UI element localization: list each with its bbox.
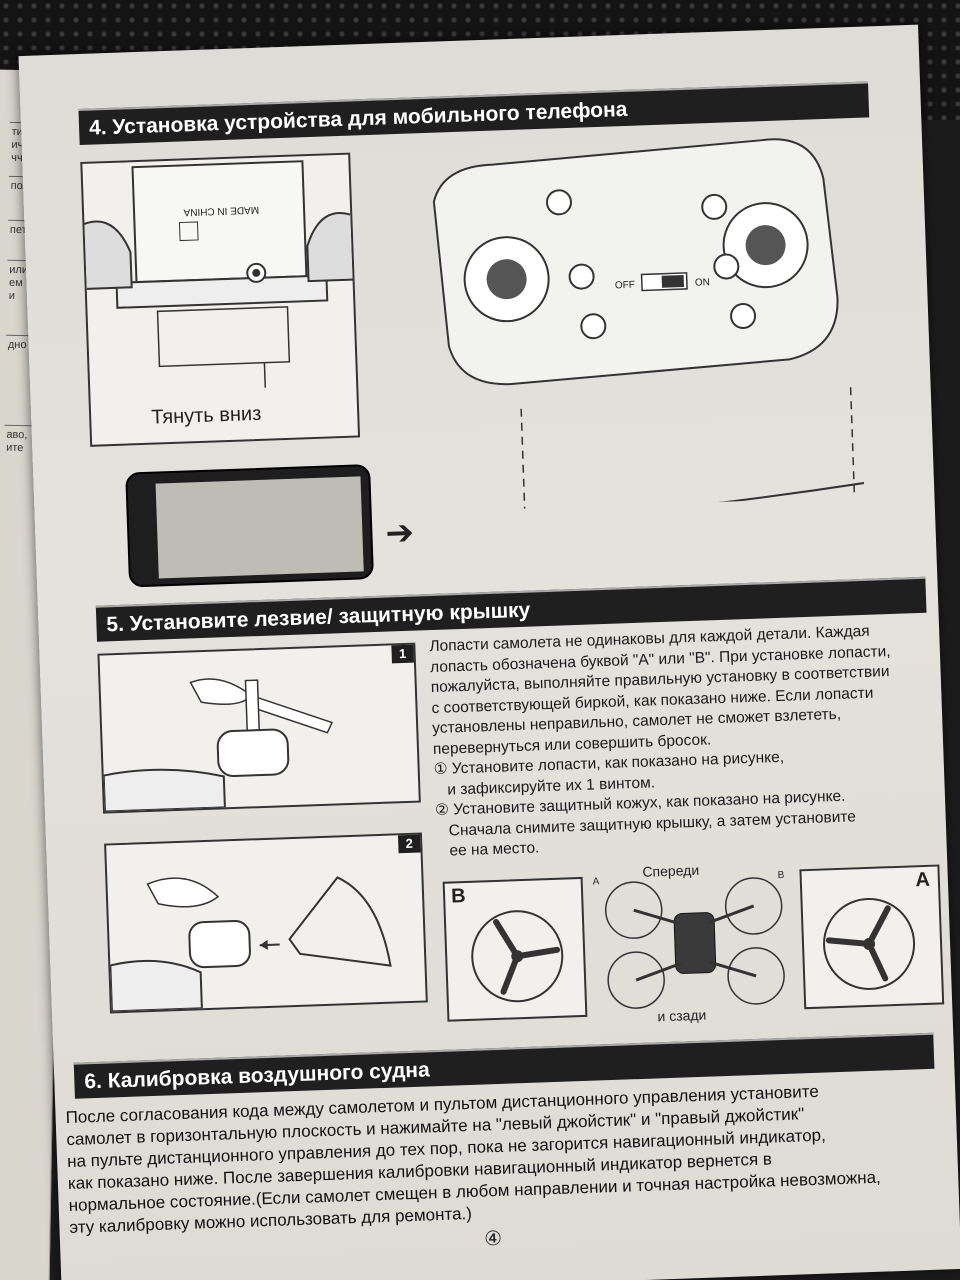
blade-instructions: Лопасти самолета не одинаковы для каждой… bbox=[429, 622, 891, 860]
rotor-a-drawing bbox=[823, 897, 916, 990]
guard-drawing bbox=[109, 876, 392, 1012]
blade-b-figure: B bbox=[442, 876, 588, 1022]
arrow-right-icon: ➔ bbox=[384, 513, 415, 553]
rear-label: и сзади bbox=[657, 1007, 706, 1025]
phone-holder-drawing: MADE IN CHINA bbox=[84, 160, 353, 388]
controller-drawing: OFF ON bbox=[432, 138, 865, 513]
rotor-b-drawing bbox=[471, 910, 564, 1003]
phone-holder-figure: MADE IN CHINA Тянуть вниз bbox=[80, 152, 361, 447]
corner-a-label: A bbox=[593, 876, 600, 887]
blade-a-figure: A bbox=[799, 864, 945, 1010]
front-label: Спереди bbox=[642, 862, 699, 880]
manual-page: 4. Установка устройства для мобильного т… bbox=[18, 24, 960, 1280]
calibration-text: После согласования кода между самолетом … bbox=[65, 1081, 882, 1238]
made-in-china-label: MADE IN CHINA bbox=[183, 204, 259, 218]
blade-install-figure: 1 bbox=[97, 642, 421, 814]
guard-install-figure: 2 bbox=[104, 832, 428, 1014]
corner-b-label: B bbox=[777, 870, 784, 881]
propeller-drawing bbox=[102, 678, 334, 812]
page-number: ④ bbox=[483, 1227, 503, 1251]
switch-off-label: OFF bbox=[615, 280, 635, 292]
drone-top-view: Спереди A B и сзади bbox=[593, 862, 785, 1025]
pull-down-label: Тянуть вниз bbox=[150, 402, 262, 429]
switch-on-label: ON bbox=[695, 277, 710, 289]
mobile-phone bbox=[125, 464, 375, 588]
phone-screen bbox=[155, 476, 364, 579]
